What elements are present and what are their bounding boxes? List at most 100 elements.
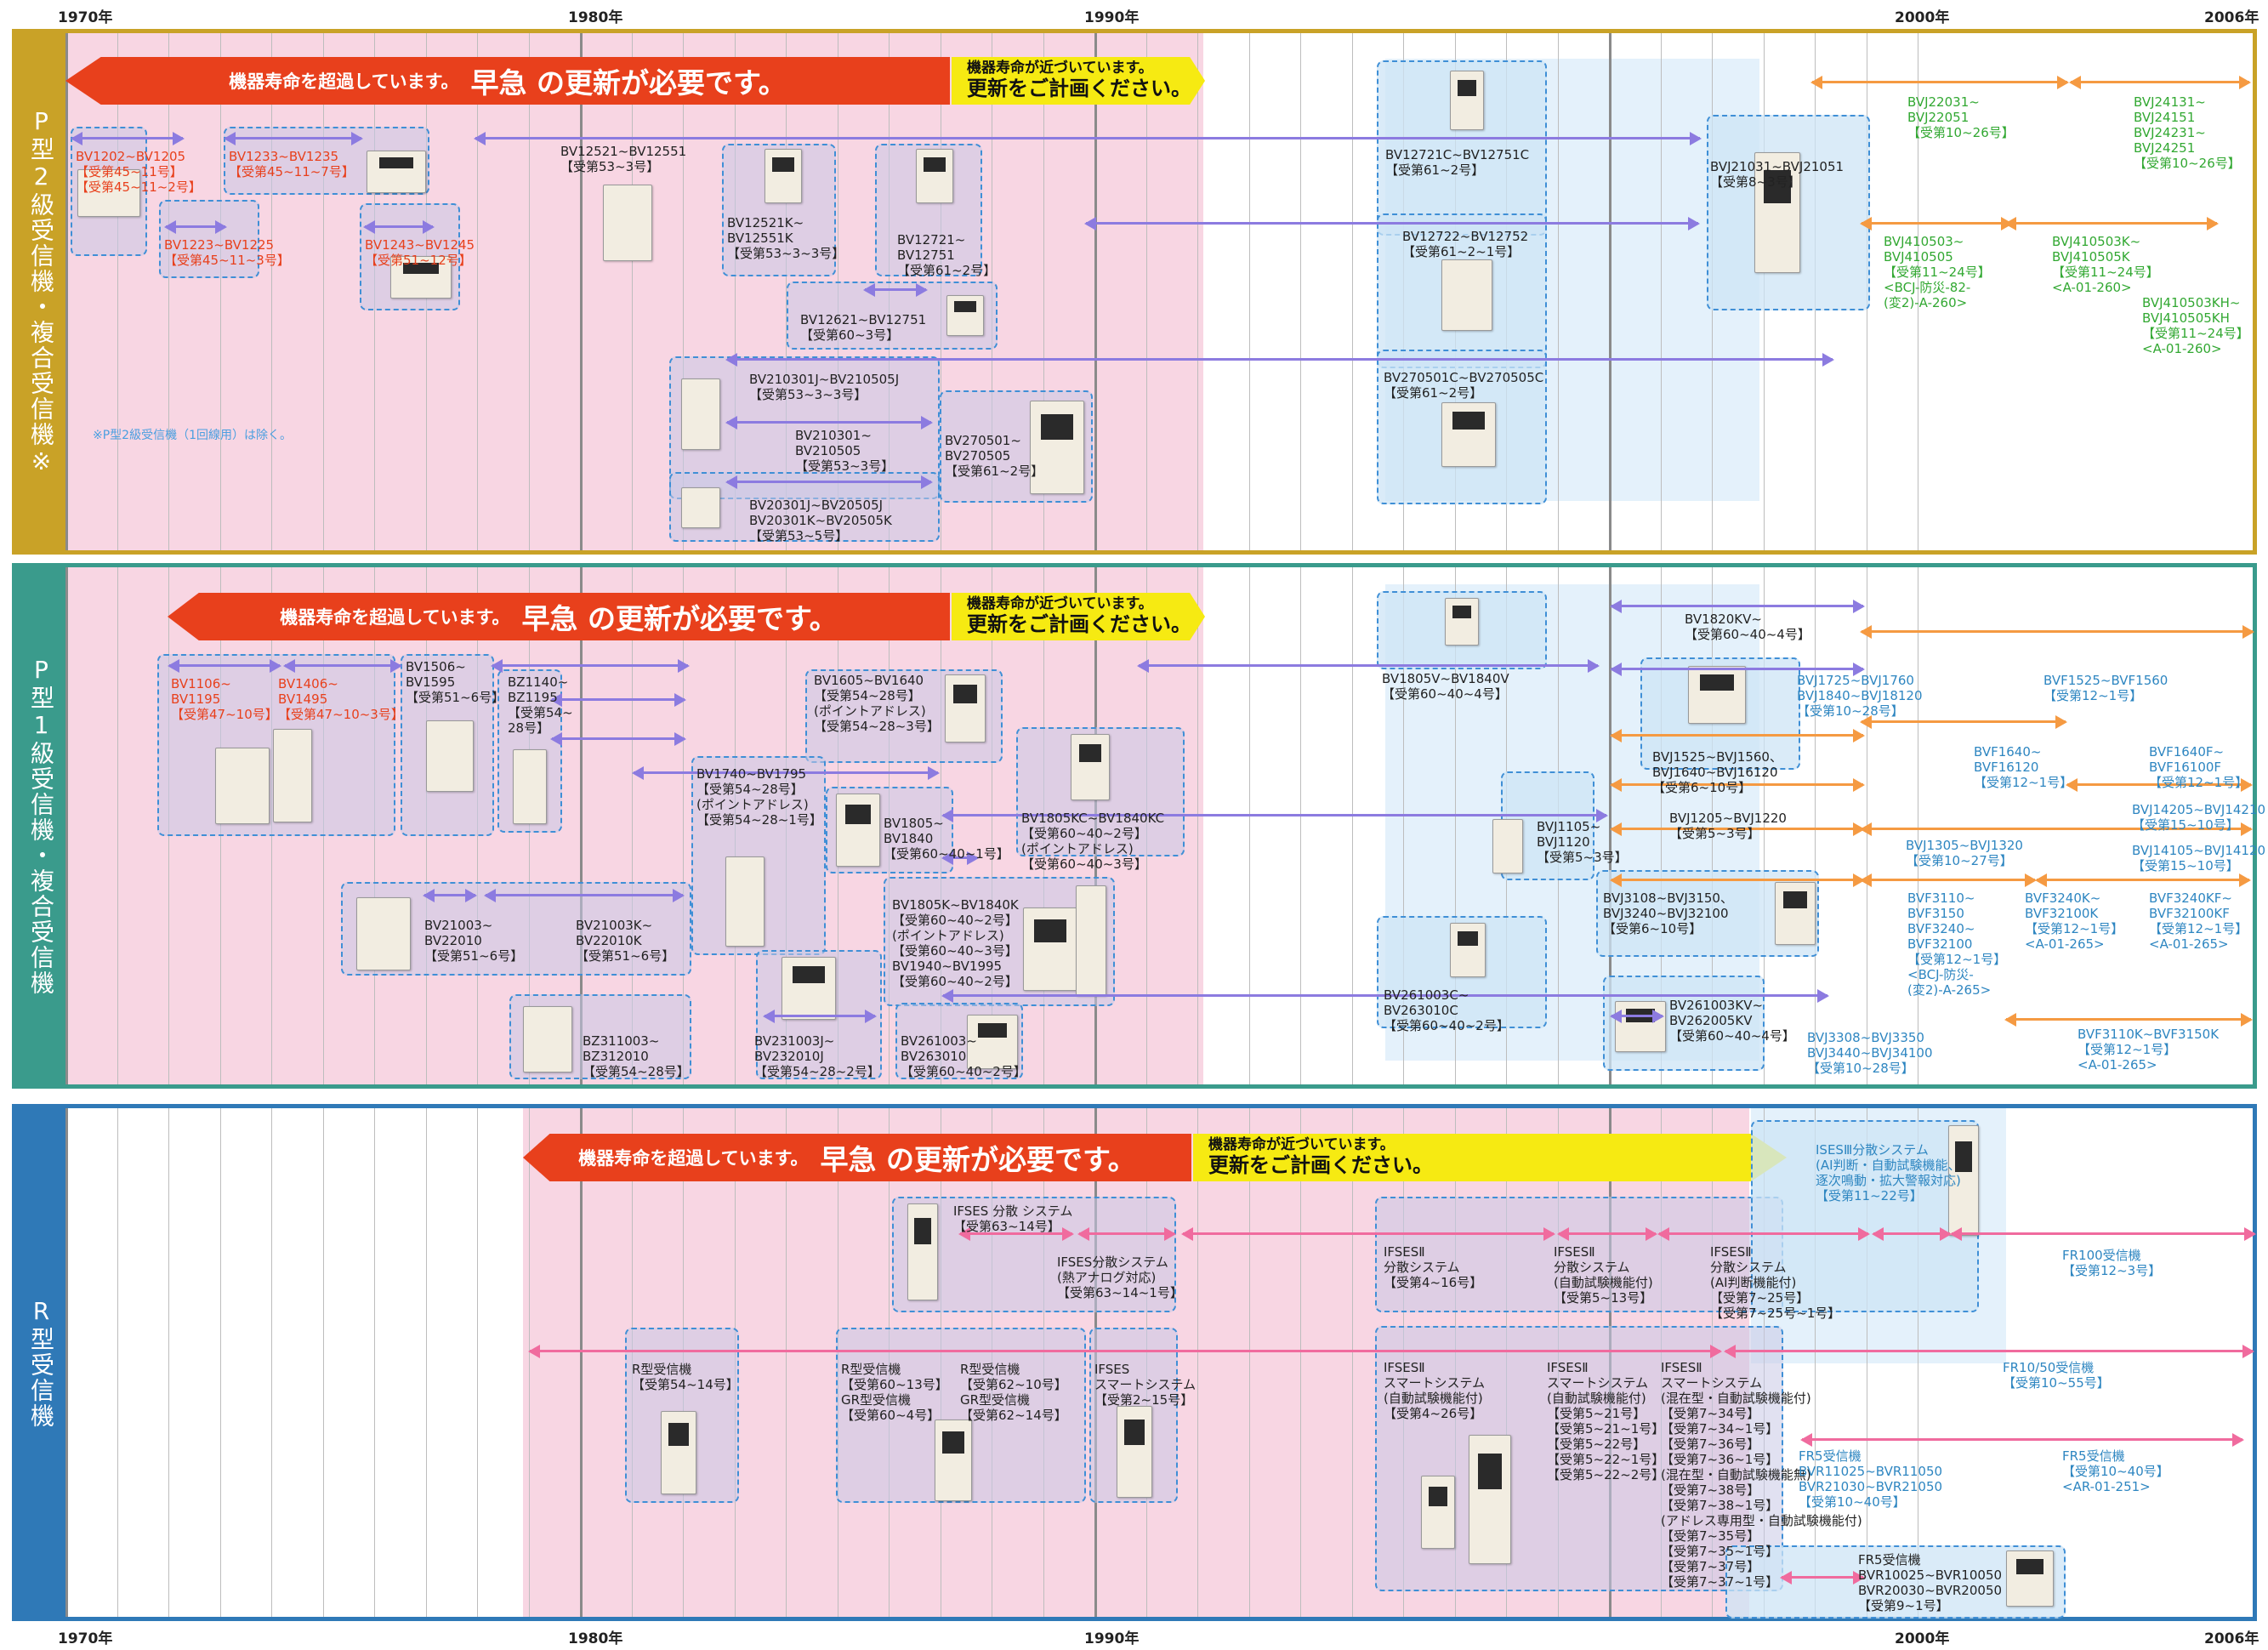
model-label: BV1740~BV1795 【受第54~28号】 (ポイントアドレス) 【受第5… (696, 766, 822, 828)
model-label: FR5受信機 BVR10025~BVR10050 BVR20030~BVR200… (1858, 1552, 2003, 1613)
model-label: BVJ14105~BVJ14120 【受第15~10号】 (2132, 843, 2266, 873)
period-arrow (484, 889, 685, 902)
year-label-1980: 1980年 (568, 9, 623, 26)
year-gridline (219, 33, 221, 550)
model-label: BVF1640~ BVF16120 【受第12~1号】 (1974, 744, 2073, 790)
year-gridline (322, 1108, 324, 1617)
year-gridline (477, 33, 478, 550)
year-gridline (322, 33, 324, 550)
model-label: BV261003KV~ BV262005KV 【受第60~40~4号】 (1669, 998, 1795, 1044)
model-label: BV1202~BV1205 【受第45~11号】 【受第45~11~2号】 (76, 149, 202, 195)
model-label: BVF1525~BVF1560 【受第12~1号】 (2043, 673, 2169, 703)
model-label: BVJ1105~ BVJ1120 【受第5~3号】 (1537, 819, 1628, 865)
receiver-image (215, 748, 270, 824)
model-label: BV261003~ BV263010 【受第60~40~2号】 (901, 1033, 1026, 1079)
year-gridline (117, 33, 118, 550)
year-gridline (683, 567, 684, 1084)
model-label: BVJ21031~BVJ21051 【受第8~3号】 (1710, 159, 1845, 190)
model-label: BV1223~BV1225 【受第45~11~3号】 (164, 237, 290, 268)
year-gridline (219, 1108, 221, 1617)
receiver-image (1441, 259, 1492, 331)
period-arrow (1860, 822, 2253, 836)
model-label: BZ311003~ BZ312010 【受第54~28号】 (583, 1033, 690, 1079)
panel-title: R型受信機 (27, 1296, 55, 1429)
period-arrow (725, 416, 933, 430)
year-label-1990-bottom: 1990年 (1084, 1630, 1140, 1647)
receiver-image (1023, 908, 1077, 991)
urgent-banner: 機器寿命を超過しています。早急 の更新が必要です。 (168, 593, 950, 640)
year-gridline (1300, 567, 1301, 1084)
period-arrow (283, 659, 402, 673)
period-arrow (2066, 778, 2253, 792)
year-gridline (1557, 33, 1559, 550)
year-gridline (528, 33, 530, 550)
soon-banner: 機器寿命が近づいています。更新をご計画ください。 (952, 593, 1205, 640)
model-label: BVF3110~ BVF3150 BVF3240~ BVF32100 【受第12… (1907, 890, 2007, 998)
urgent-banner-text: 機器寿命を超過しています。 (280, 607, 510, 628)
year-gridline (528, 1108, 530, 1617)
period-arrow (1610, 873, 1865, 887)
model-label: BV1805K~BV1840K 【受第60~40~2号】 (ポイントアドレス) … (892, 897, 1019, 989)
panel-r-receivers: R型受信機 機器寿命を超過しています。早急 の更新が必要です。 機器寿命が近づい… (12, 1104, 2257, 1621)
period-arrow (1860, 873, 2037, 887)
period-arrow (1657, 1227, 1870, 1241)
year-gridline (1094, 33, 1097, 550)
model-label: IFSESⅡ スマートシステム (混在型・自動試験機能付) 【受第7~34号】 … (1661, 1360, 1862, 1590)
year-gridline (1454, 567, 1456, 1084)
year-gridline (1300, 1108, 1301, 1617)
soon-banner: 機器寿命が近づいています。更新をご計画ください。 (1193, 1134, 1787, 1181)
receiver-image (1117, 1406, 1152, 1498)
model-label: IFSESⅡ 分散システム (AI判断機能付) 【受第7~25号】 【受第7~2… (1710, 1244, 1841, 1321)
year-gridline (1197, 1108, 1198, 1617)
year-label-2006: 2006年 (2204, 9, 2259, 26)
model-label: BVJ22031~ BVJ22051 【受第10~26号】 (1907, 94, 2015, 140)
panel-p1-receivers: P型1級受信機・複合受信機 機器寿命を超過しています。早急 の更新が必要です。 … (12, 563, 2265, 1089)
receiver-image (1754, 152, 1800, 273)
year-gridline (1815, 567, 1816, 1084)
period-arrow (1724, 1345, 2254, 1358)
period-arrow (491, 659, 690, 673)
model-label: BVJ410503~ BVJ410505 【受第11~24号】 <BCJ-防災-… (1884, 234, 1991, 310)
period-arrow (1610, 663, 1865, 676)
period-arrow (1610, 1010, 1664, 1023)
period-arrow (2069, 76, 2251, 89)
receiver-image (1071, 734, 1110, 800)
period-arrow (550, 693, 686, 707)
period-arrow (2004, 217, 2219, 230)
year-label-1990: 1990年 (1084, 9, 1140, 26)
receiver-image (1450, 71, 1484, 130)
receiver-image (1688, 666, 1746, 724)
receiver-image (390, 256, 452, 299)
model-label: BVJ1725~BVJ1760 BVJ1840~BVJ18120 【受第10~2… (1797, 673, 1923, 719)
model-label: IFSES分散システム (熱アナログ対応) 【受第63~14~1号】 (1057, 1255, 1183, 1300)
model-label: BV1243~BV1245 【受第51~12号】 (365, 237, 475, 268)
model-label: IFSES 分散 システム 【受第63~14号】 (953, 1203, 1073, 1234)
model-label: BV270501~ BV270505 【受第61~2号】 (945, 433, 1044, 479)
period-arrow (1137, 659, 1600, 673)
year-gridline (65, 1108, 68, 1617)
model-label: BVJ410503KH~ BVJ410505KH 【受第11~24号】 <A-0… (2142, 295, 2249, 356)
period-arrow (1084, 217, 1700, 230)
receiver-image (661, 1411, 696, 1494)
model-label: BVF3240K~ BVF32100K 【受第12~1号】 <A-01-265> (2025, 890, 2124, 952)
year-gridline (1351, 567, 1353, 1084)
year-gridline (1248, 33, 1250, 550)
period-arrow (1860, 217, 2013, 230)
receiver-image (1450, 923, 1486, 977)
soon-banner: 機器寿命が近づいています。更新をご計画ください。 (952, 57, 1205, 105)
period-arrow (958, 1227, 1074, 1241)
model-box (892, 1197, 1176, 1312)
model-box (1375, 1197, 1783, 1312)
year-gridline (1660, 33, 1662, 550)
receiver-image (1076, 885, 1106, 996)
period-arrow (363, 220, 435, 234)
urgent-banner: 機器寿命を超過しています。早急 の更新が必要です。 (65, 57, 950, 105)
urgent-banner-heading: 早急 の更新が必要です。 (521, 602, 838, 635)
period-arrow (224, 132, 363, 145)
year-gridline (1351, 33, 1353, 550)
year-label-1980-bottom: 1980年 (568, 1630, 623, 1647)
model-label: BVJ1305~BVJ1320 【受第10~27号】 (1906, 838, 2023, 868)
receiver-image (273, 729, 312, 822)
period-arrow (550, 732, 686, 746)
year-gridline (580, 567, 583, 1084)
